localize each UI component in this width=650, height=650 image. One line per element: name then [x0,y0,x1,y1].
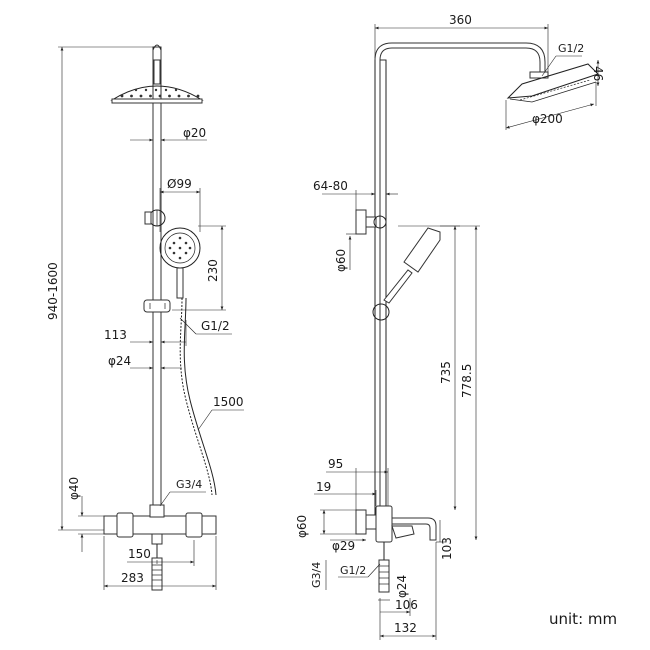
right-overhead-shower-head [506,63,599,103]
nozzle-dot [188,246,192,250]
dim-hose-len: 1500 [213,395,244,409]
nozzle-dot [158,94,162,98]
dim-width-150: 150 [128,547,151,561]
dim-wall-offset: 64-80 [313,179,348,193]
left-slider-bracket [144,209,166,227]
left-head-connector [153,59,161,85]
dim-head-h: 46 [591,66,605,81]
nozzle-dot [168,246,172,250]
nozzle-dot [178,236,182,240]
nozzle-dot [144,88,148,92]
dim-head-dia: φ200 [532,112,563,126]
nozzle-dot [196,94,200,98]
dim-body-dia60: φ60 [295,515,309,538]
nozzle-dot [154,88,158,92]
right-wall-bracket-upper [355,209,387,235]
dim-g-half-top: G1/2 [558,42,584,55]
hand-shower-nozzles [168,236,192,260]
dim-spout-dia: φ24 [395,575,409,598]
dim-bracket-dia: φ60 [334,249,348,272]
dim-arm-len: 360 [449,13,472,27]
nozzle-dot [184,251,188,255]
dim-h778: 778.5 [460,364,474,398]
dim-width-283: 283 [121,571,144,585]
left-thermostatic-mixer [103,504,217,591]
right-hand-shower [372,227,441,321]
nozzle-dot [149,94,152,98]
left-front-view: 940-1600 φ20 Ø99 230 G1/2 113 φ24 1500 G… [46,44,244,591]
nozzle-dot [164,88,168,92]
left-head-nozzles [120,88,200,98]
dim-h735: 735 [439,361,453,384]
left-lower-slider [143,299,171,313]
nozzle-dot [187,94,190,98]
dim-h103: 103 [440,537,454,560]
left-overhead-shower-head [110,85,204,104]
left-hand-shower [159,227,201,299]
dim-g-half-left: G1/2 [201,319,230,333]
dim-hand-shower-len: 230 [206,259,220,282]
dim-pipe-dia-mid: φ24 [108,354,131,368]
nozzle-dot [120,94,124,98]
nozzle-dot [178,256,182,260]
dim-g-half-bottom: G1/2 [340,564,366,577]
nozzle-dot [172,251,176,255]
dim-height-label: 940-1600 [46,262,60,320]
nozzle-dot [172,241,176,245]
left-riser-pipe [152,46,162,518]
nozzle-dot [177,94,181,98]
dim-body-dia: φ40 [67,477,81,500]
left-riser-top-cap [152,44,162,51]
nozzle-dot [174,88,178,92]
nozzle-dot [184,241,188,245]
dim-pipe-dia-top: φ20 [183,126,206,140]
right-mixer-body [355,505,437,593]
dim-g-three-quarter-right: G3/4 [310,562,323,588]
dim-body-dia29: φ29 [332,539,355,553]
nozzle-dot [139,94,143,98]
dim-d19: 19 [316,480,331,494]
dim-hand-shower-dia: Ø99 [167,177,192,191]
left-hose [179,297,213,496]
dim-d132: 132 [394,621,417,635]
dim-d95: 95 [328,457,343,471]
dim-offset-113: 113 [104,328,127,342]
right-side-view: 360 G1/2 46 φ200 64-80 φ60 735 778.5 95 … [295,13,605,640]
nozzle-dot [168,94,171,98]
nozzle-dot [130,94,133,98]
nozzle-dot [134,88,138,92]
dim-d106: 106 [395,598,418,612]
dim-g-three-quarter-left: G3/4 [176,478,202,491]
units-label: unit: mm [549,610,617,628]
nozzle-dot [178,246,182,250]
